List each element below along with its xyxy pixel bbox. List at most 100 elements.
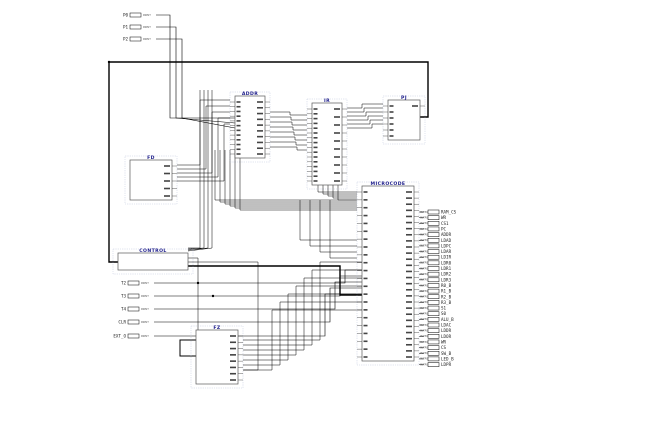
input-port-clr-tag: INPUT [141, 320, 149, 324]
output-port-25-name: SW_B [441, 351, 452, 356]
output-port-9-box [427, 260, 440, 266]
output-port-21-name: LDDR [441, 328, 452, 333]
output-port-12-name: LDR3 [441, 277, 452, 282]
block-fz-title: FZ [213, 325, 221, 331]
pin-mark [257, 112, 263, 115]
pin-mark [230, 379, 236, 381]
pin-mark [313, 117, 318, 120]
wire-left-in-2 [154, 281, 362, 310]
pin-mark [363, 309, 368, 311]
input-port-t4-name: T4 [121, 307, 127, 312]
output-port-2-box [427, 221, 440, 226]
wire-addr-ir [270, 131, 307, 136]
pin-mark [230, 354, 236, 356]
wire-micro-fz [243, 285, 362, 356]
pin-mark [334, 148, 340, 150]
wire-ir-pj [347, 103, 383, 109]
block-fd: FD [124, 155, 178, 205]
block-fd-title: FD [147, 155, 155, 161]
pin-mark [406, 307, 412, 309]
wire-micro-feed [309, 200, 357, 247]
wire-left-in-3 [154, 287, 362, 323]
pin-mark [334, 156, 340, 158]
wire-trunk [234, 150, 357, 209]
pin-mark [313, 151, 318, 153]
pin-mark [257, 147, 263, 150]
pin-mark [236, 110, 241, 113]
pin-mark [363, 230, 368, 233]
pin-mark [257, 130, 263, 132]
input-port-p0-tag: INPUT [143, 13, 151, 17]
block-addr-title: ADDR [242, 91, 258, 97]
bus-top-loop [109, 61, 429, 118]
wire-ir-pj [347, 115, 383, 121]
input-port-t3-box [127, 293, 140, 299]
pin-mark [313, 141, 318, 144]
input-port-clr-box [127, 319, 140, 325]
output-port-17-name: S1 [441, 306, 447, 311]
output-port-18-name: S0 [441, 311, 447, 316]
pin-mark [313, 113, 318, 115]
output-port-8-name: LDIR [441, 255, 452, 260]
output-port-0-name: RAM_CS [441, 210, 457, 215]
input-port-t2-box [127, 280, 140, 286]
pin-mark [257, 141, 263, 144]
wire-p2 [156, 38, 236, 129]
output-port-16-tag: OUTPUT [420, 300, 430, 304]
output-port-3-name: PC [441, 226, 447, 231]
output-port-24-tag: OUTPUT [420, 345, 430, 349]
wire-addr-ir [270, 121, 307, 126]
block-fz-body [195, 329, 239, 385]
wire-trunk [224, 150, 357, 205]
pin-mark [164, 187, 170, 190]
pin-mark [164, 180, 170, 182]
input-port-t3-tag: INPUT [141, 294, 149, 298]
output-port-26-box [427, 356, 440, 362]
output-port-10-name: LDR1 [441, 266, 452, 271]
output-port-13-name: R0_B [441, 283, 452, 288]
junction-dot [107, 60, 111, 64]
output-port-23-name: WR [441, 339, 447, 344]
pin-mark [230, 372, 236, 375]
output-port-17-tag: OUTPUT [420, 306, 430, 310]
output-port-17-box [427, 305, 440, 311]
pin-mark [363, 293, 368, 295]
pin-mark [164, 172, 170, 175]
output-port-14-name: R1_B [441, 289, 452, 294]
wire-p0 [156, 14, 235, 119]
pin-mark [406, 191, 412, 193]
wire-ir-micro [327, 185, 357, 197]
wire-micro-feed [329, 200, 357, 259]
pin-mark [236, 139, 241, 141]
input-port-t4-tag: INPUT [141, 307, 149, 311]
output-port-24-name: CS [441, 345, 447, 350]
pin-mark [406, 288, 412, 291]
pin-mark [313, 132, 318, 134]
output-port-8-tag: OUTPUT [420, 255, 430, 259]
input-port-clr-name: CLR [118, 320, 126, 325]
output-port-13-box [427, 283, 440, 288]
wire-addr-ir [270, 116, 307, 121]
pin-mark [230, 366, 236, 369]
output-port-9-tag: OUTPUT [420, 261, 430, 265]
pin-mark [389, 117, 394, 119]
pin-mark [230, 347, 236, 350]
pin-mark [164, 165, 170, 167]
output-port-27-tag: OUTPUT [420, 362, 430, 366]
pin-mark [406, 337, 412, 340]
output-port-14-box [427, 288, 440, 294]
pin-mark [257, 135, 263, 138]
output-port-10-box [427, 266, 440, 271]
output-port-20-box [427, 322, 440, 328]
wire-micro-fz [243, 277, 362, 351]
pin-mark [406, 215, 412, 218]
